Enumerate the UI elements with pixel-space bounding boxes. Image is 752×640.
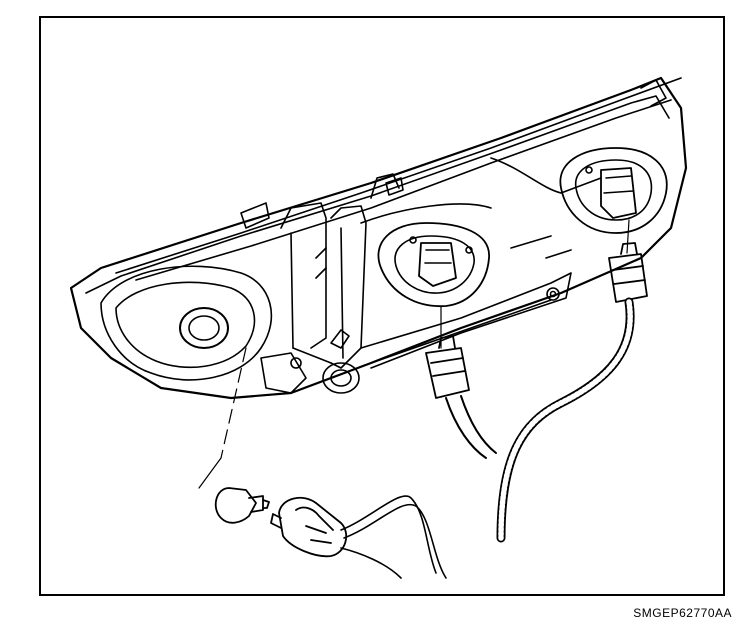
figure-id-code: SMGEP62770AA (633, 606, 732, 620)
wiring-harness-icon (445, 297, 635, 543)
bulb-pigtail-icon (340, 495, 447, 579)
diagram-frame (39, 16, 725, 596)
bulb-icon (214, 487, 270, 524)
bulb-socket-icon (270, 496, 348, 558)
connector-left-icon (425, 335, 470, 399)
connector-right-icon (608, 242, 648, 303)
headlamp-assembly-illustration (69, 76, 688, 579)
socket-left-icon (377, 222, 490, 307)
socket-right-icon (559, 147, 668, 234)
headlamp-housing-icon (69, 76, 688, 400)
leader-line-icon (198, 219, 630, 489)
